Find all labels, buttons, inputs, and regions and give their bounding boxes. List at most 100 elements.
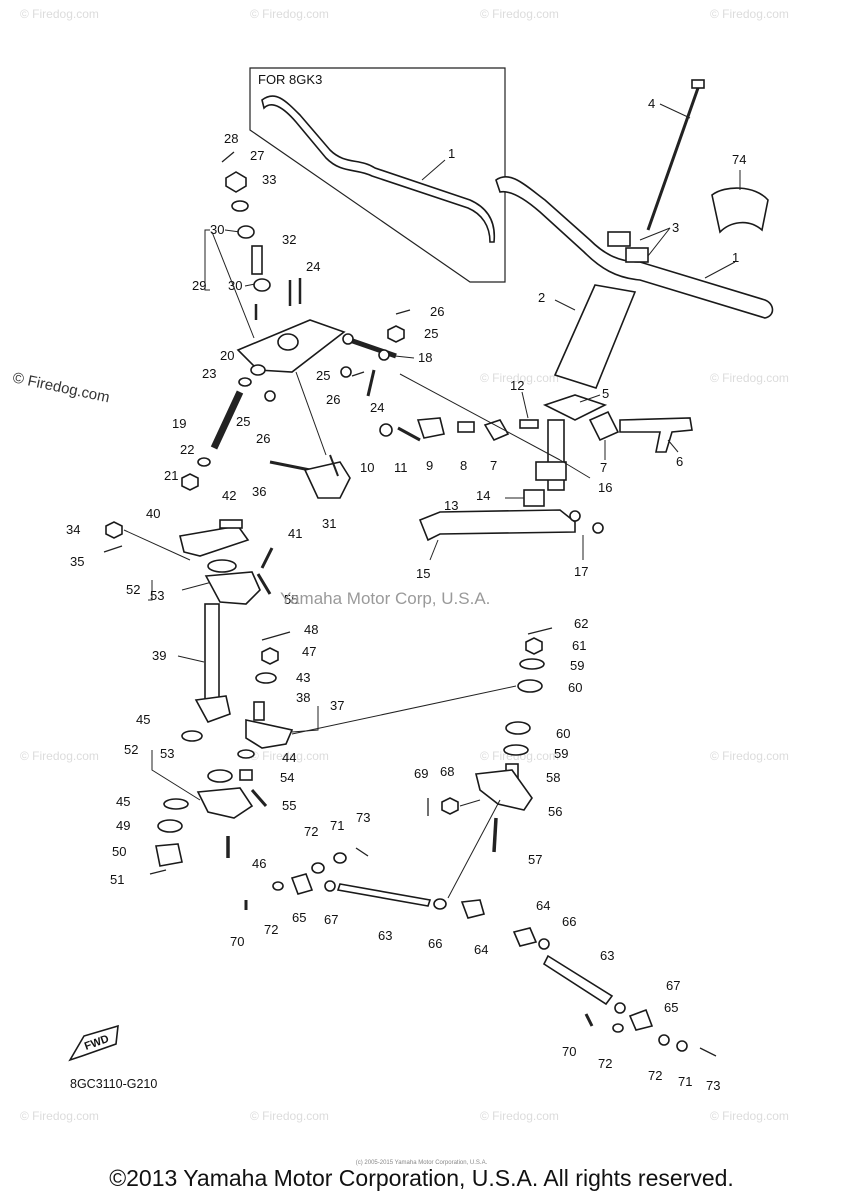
washer-20 xyxy=(250,364,266,376)
callout-40: 40 xyxy=(146,506,160,521)
tie-rod-assembly: 72 71 73 65 67 72 70 63 66 64 64 66 63 6… xyxy=(230,810,720,1093)
handlebar xyxy=(495,176,774,319)
callout-23: 23 xyxy=(202,366,216,381)
callout-68: 68 xyxy=(440,764,454,779)
leader-line xyxy=(559,459,591,479)
callout-64: 64 xyxy=(474,942,488,957)
credit-text: Yamaha Motor Corp, U.S.A. xyxy=(280,589,490,608)
nut-68 xyxy=(441,797,459,815)
washer-45 xyxy=(181,730,203,742)
boss xyxy=(277,333,299,351)
collar-8 xyxy=(457,421,475,433)
callout-25: 25 xyxy=(424,326,438,341)
callout-16: 16 xyxy=(598,480,612,495)
arm-15 xyxy=(418,509,576,542)
cotter-pin xyxy=(351,371,365,377)
callout-45: 45 xyxy=(116,794,130,809)
bushing-54 xyxy=(239,769,253,781)
callout-45: 45 xyxy=(136,712,150,727)
rod-end xyxy=(378,349,390,361)
bushing-30 xyxy=(237,225,255,239)
callout-69: 69 xyxy=(414,766,428,781)
callout-48: 48 xyxy=(304,622,318,637)
steering-column-39 xyxy=(204,603,220,701)
callout-55: 55 xyxy=(282,798,296,813)
callout-26: 26 xyxy=(256,431,270,446)
washer-72b xyxy=(272,881,284,891)
callout-11: 11 xyxy=(394,460,408,475)
bracket-9 xyxy=(416,417,445,439)
column-cover xyxy=(553,284,637,389)
bracket-7 xyxy=(588,410,620,442)
nut-16 xyxy=(569,510,581,522)
bolt-head xyxy=(691,79,705,89)
handlebar-inset xyxy=(261,95,496,243)
leader-line xyxy=(704,261,736,279)
callout-12: 12 xyxy=(510,378,524,393)
handlebar-holder xyxy=(625,247,649,263)
washer-23 xyxy=(238,377,252,387)
callout-21: 21 xyxy=(164,468,178,483)
callout-13: 13 xyxy=(444,498,458,513)
bracket-7b xyxy=(483,419,510,442)
fwd-indicator: FWD xyxy=(68,1024,119,1062)
callout-20: 20 xyxy=(220,348,234,363)
tie-rod-end-64b xyxy=(512,927,538,947)
callout-65: 65 xyxy=(292,910,306,925)
nut-25 xyxy=(340,366,352,378)
nut-66 xyxy=(433,898,447,910)
pad-74 xyxy=(711,187,769,234)
callout-25: 25 xyxy=(236,414,250,429)
callout-71: 71 xyxy=(330,818,344,833)
cotter-pin xyxy=(355,847,369,857)
callout-61: 61 xyxy=(572,638,586,653)
callout-42: 42 xyxy=(222,488,236,503)
stud xyxy=(329,454,339,477)
long-bolt xyxy=(646,87,700,231)
callout-24: 24 xyxy=(306,259,320,274)
leader-line xyxy=(399,373,561,461)
washer-71b xyxy=(676,1040,688,1052)
callout-32: 32 xyxy=(282,232,296,247)
steering-shaft-assembly: 34 35 40 42 41 52 53 55 39 45 52 53 55 4… xyxy=(66,488,517,887)
rod-end xyxy=(342,333,354,345)
callout-72: 72 xyxy=(598,1056,612,1071)
bracket-line xyxy=(204,229,210,291)
nut-61 xyxy=(525,637,543,655)
watermark: © Firedog.com xyxy=(250,749,329,763)
watermark: © Firedog.com xyxy=(710,749,789,763)
callout-34: 34 xyxy=(66,522,80,537)
callout-4: 4 xyxy=(648,96,655,111)
callout-71: 71 xyxy=(678,1074,692,1089)
callout-29: 29 xyxy=(192,278,206,293)
watermark: © Firedog.com xyxy=(480,7,559,21)
tie-rod-63 xyxy=(336,883,432,907)
copyright: ©2013 Yamaha Motor Corporation, U.S.A. A… xyxy=(109,1165,734,1191)
callout-72: 72 xyxy=(648,1068,662,1083)
callout-35: 35 xyxy=(70,554,84,569)
nut-47 xyxy=(261,647,279,665)
watermark: © Firedog.com xyxy=(250,1109,329,1123)
callout-9: 9 xyxy=(426,458,433,473)
callout-5: 5 xyxy=(602,386,609,401)
bushing-53 xyxy=(207,559,237,573)
washer-72c xyxy=(612,1023,624,1033)
cotter-pin xyxy=(395,309,411,315)
inset-8gk3: FOR 8GK3 1 xyxy=(249,67,506,283)
inset-label: FOR 8GK3 xyxy=(258,72,322,87)
callout-73: 73 xyxy=(356,810,370,825)
callout-53: 53 xyxy=(150,588,164,603)
callout-14: 14 xyxy=(476,488,490,503)
washer-43 xyxy=(255,672,277,684)
callout-59: 59 xyxy=(570,658,584,673)
bushing-30b xyxy=(253,278,271,292)
callout-51: 51 xyxy=(110,872,124,887)
cotter-pin xyxy=(221,151,235,163)
fwd-arrow-icon xyxy=(68,1024,119,1062)
callout-28: 28 xyxy=(224,131,238,146)
bolt-11 xyxy=(397,426,421,442)
bracket-31 xyxy=(303,461,351,499)
callout-54: 54 xyxy=(280,770,294,785)
callout-60: 60 xyxy=(568,680,582,695)
bolt-24b xyxy=(366,369,376,397)
